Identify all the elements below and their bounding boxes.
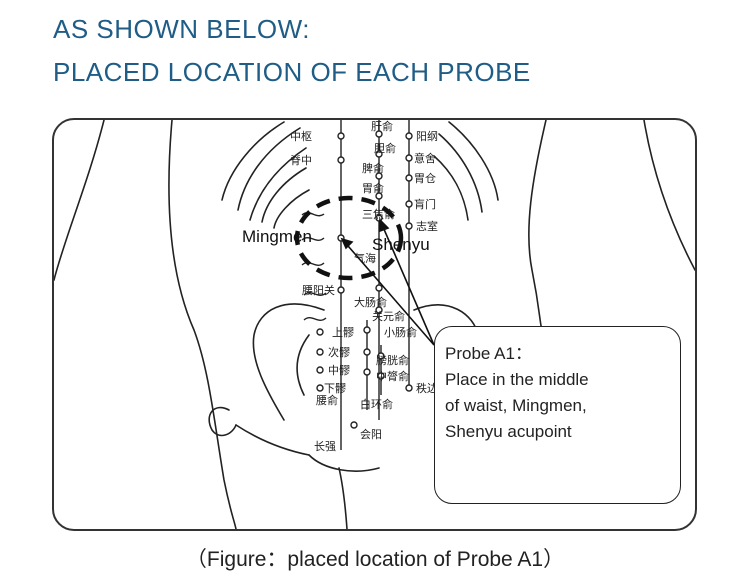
- probe-title: Probe A1：: [445, 344, 532, 363]
- acupoint-dot: [375, 150, 383, 158]
- acupoint-dot: [405, 222, 413, 230]
- acupoint-dot: [337, 132, 345, 140]
- rib-right-2: [438, 133, 483, 213]
- acupoint-dot: [375, 306, 383, 314]
- rib-left-4: [261, 167, 307, 223]
- acupoint-label-left: 下髎: [324, 382, 346, 395]
- acupoint-dot: [405, 200, 413, 208]
- pelvis-left-inner: [296, 334, 310, 396]
- acupoint-dot: [363, 326, 371, 334]
- acupoint-dot: [363, 348, 371, 356]
- acupoint-label-center: 小肠俞: [384, 325, 417, 339]
- acupoint-dot: [316, 384, 324, 392]
- acupoint-dot: [375, 192, 383, 200]
- pelvis-left: [252, 303, 325, 421]
- probe-a1-callout: Probe A1： Place in the middle of waist, …: [434, 326, 681, 504]
- acupoint-label-right: 阳纲: [416, 130, 438, 143]
- vertebra-l3: [301, 262, 325, 266]
- vertebra-l4: [303, 292, 327, 296]
- femur-left: [235, 424, 310, 456]
- acupoint-figure: 中枢 脊中 腰阳关 上髎 次髎 中髎 下髎 腰俞 长强 肝俞 胆俞 脾俞 胃俞 …: [52, 118, 697, 531]
- acupoint-label-right: 胃仓: [414, 171, 436, 185]
- vertebra-l1: [301, 212, 325, 217]
- hip-joint-left: [208, 406, 237, 437]
- acupoint-label-center: 会阳: [360, 428, 382, 441]
- acupoint-label-right: 意舍: [414, 151, 436, 165]
- acupoint-label-center: 气海: [354, 251, 376, 265]
- arrow-to-mingmen: [341, 238, 435, 346]
- arrowhead-shenyu: [379, 218, 390, 233]
- acupoint-label-left: 上髎: [332, 326, 354, 339]
- rib-left-3: [249, 147, 307, 221]
- acupoint-dot: [405, 132, 413, 140]
- acupoint-dot: [316, 328, 324, 336]
- acupoint-label-center: 关元俞: [372, 309, 405, 323]
- acupoint-dot: [405, 154, 413, 162]
- body-outline-right-far: [643, 120, 695, 271]
- back-anatomy-drawing: 中枢 脊中 腰阳关 上髎 次髎 中髎 下髎 腰俞 长强 肝俞 胆俞 脾俞 胃俞 …: [54, 120, 695, 529]
- acupoint-dot: [350, 421, 358, 429]
- acupoint-label-center: 大肠俞: [354, 295, 387, 309]
- acupoint-label-left: 次髎: [328, 345, 350, 359]
- acupoint-dot: [316, 366, 324, 374]
- acupoint-label-left: 腰俞: [316, 393, 338, 407]
- acupoint-label-left: 腰阳关: [302, 283, 335, 297]
- acupoint-label-left: 中髎: [328, 364, 350, 377]
- acupoint-dot: [377, 372, 385, 380]
- vertebra-l2: [301, 237, 325, 241]
- sacrum-base: [308, 454, 380, 472]
- probe-area-dashed-oval: [294, 195, 404, 281]
- acupoint-label-center: 胆俞: [374, 141, 396, 155]
- acupoint-label-center: 中膂俞: [376, 369, 409, 383]
- acupoint-dot: [405, 174, 413, 182]
- acupoint-dot: [405, 384, 413, 392]
- acupoint-label-center: 脾俞: [362, 161, 384, 175]
- acupoint-label-center: 肝俞: [371, 120, 393, 133]
- acupoint-label-right: 秩边: [416, 382, 438, 395]
- body-outline-left: [54, 120, 105, 281]
- acupoint-label-left: 中枢: [290, 129, 312, 143]
- arrowhead-mingmen: [340, 237, 354, 250]
- acupoint-dot: [337, 156, 345, 164]
- acupoint-dot: [375, 172, 383, 180]
- acupoint-label-center: 膀胱俞: [376, 353, 409, 367]
- probe-line-1: Place in the middle: [445, 370, 589, 389]
- acupoint-label-right: 肓门: [414, 197, 436, 211]
- acupoint-label-left: 长强: [314, 440, 336, 453]
- arrow-to-shenyu: [379, 219, 435, 346]
- body-outline-right: [528, 120, 547, 331]
- rib-left-1: [221, 121, 285, 201]
- acupoint-label-left: 脊中: [290, 153, 312, 167]
- probe-line-2: of waist, Mingmen,: [445, 396, 587, 415]
- acupoint-dot: [337, 286, 345, 294]
- figure-caption: （Figure：placed location of Probe A1）: [185, 548, 565, 571]
- rib-left-5: [273, 189, 310, 229]
- rib-left-2: [237, 127, 301, 211]
- probe-line-3: Shenyu acupoint: [445, 422, 572, 441]
- rib-right-1: [448, 121, 499, 201]
- leg-split: [338, 467, 348, 529]
- rib-right-3: [433, 155, 469, 221]
- label-mingmen: Mingmen: [242, 227, 312, 246]
- label-shenyu: Shenyu: [372, 235, 430, 254]
- vertebra-l5: [303, 317, 327, 321]
- acupoint-dot: [377, 352, 385, 360]
- acupoint-dot: [363, 368, 371, 376]
- heading-line-1: AS SHOWN BELOW:: [53, 14, 310, 44]
- acupoint-dot: [316, 348, 324, 356]
- acupoint-label-center: 白环俞: [360, 397, 393, 411]
- body-outline-left-lower: [168, 120, 237, 529]
- acupoint-dot: [375, 284, 383, 292]
- acupoint-label-right: 志室: [416, 219, 438, 233]
- acupoint-dot: [375, 130, 383, 138]
- heading-line-2: PLACED LOCATION OF EACH PROBE: [53, 57, 531, 87]
- acupoint-label-center: 胃俞: [362, 181, 384, 195]
